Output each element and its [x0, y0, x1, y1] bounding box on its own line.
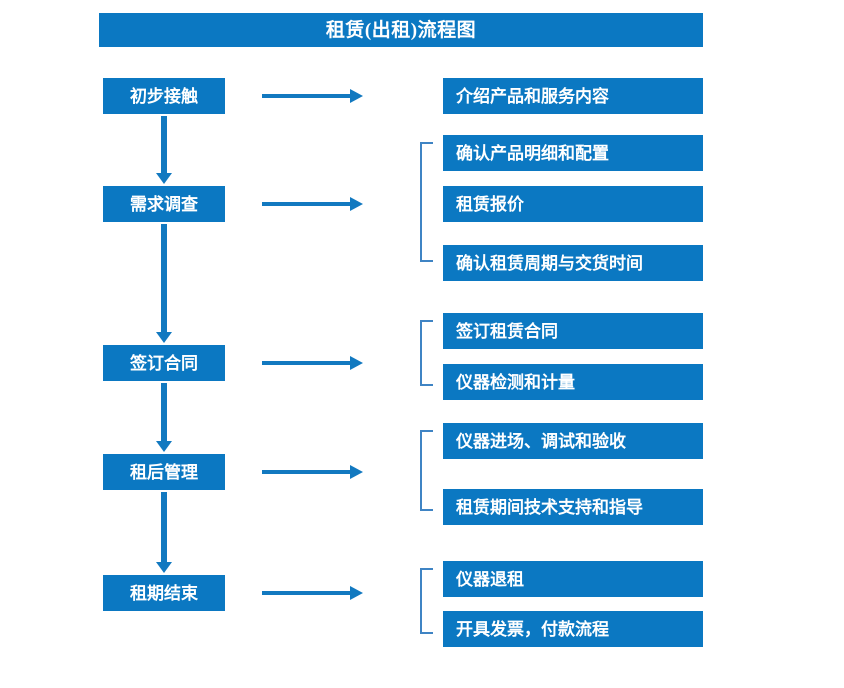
detail-label-2-3: 确认租赁周期与交货时间 [456, 253, 643, 273]
arrow-head [350, 197, 363, 211]
arrow-head [350, 356, 363, 370]
group-bracket-3 [420, 320, 433, 386]
stage-label-2: 需求调查 [130, 194, 198, 214]
stage-box-4[interactable]: 租后管理 [103, 454, 225, 490]
detail-label-3-1: 签订租赁合同 [456, 321, 558, 341]
arrow-shaft [262, 202, 351, 206]
right-arrow-icon-1 [262, 89, 363, 103]
arrow-head [156, 332, 172, 343]
down-arrow-icon-2 [156, 224, 172, 343]
arrow-shaft [161, 224, 167, 332]
detail-label-1-1: 介绍产品和服务内容 [456, 86, 609, 106]
arrow-shaft [161, 116, 167, 173]
stage-box-2[interactable]: 需求调查 [103, 186, 225, 222]
right-arrow-icon-3 [262, 356, 363, 370]
right-arrow-icon-2 [262, 197, 363, 211]
detail-box-3-1[interactable]: 签订租赁合同 [443, 313, 703, 349]
chart-title-bar: 租赁(出租)流程图 [99, 13, 703, 47]
down-arrow-icon-3 [156, 383, 172, 452]
down-arrow-icon-1 [156, 116, 172, 184]
detail-label-5-2: 开具发票，付款流程 [456, 619, 609, 639]
arrow-shaft [262, 591, 351, 595]
arrow-head [350, 89, 363, 103]
stage-label-4: 租后管理 [130, 462, 198, 482]
arrow-shaft [161, 383, 167, 441]
arrow-head [350, 465, 363, 479]
arrow-shaft [262, 94, 351, 98]
detail-box-2-3[interactable]: 确认租赁周期与交货时间 [443, 245, 703, 281]
detail-label-4-2: 租赁期间技术支持和指导 [456, 497, 643, 517]
right-arrow-icon-5 [262, 586, 363, 600]
stage-box-1[interactable]: 初步接触 [103, 78, 225, 114]
detail-label-4-1: 仪器进场、调试和验收 [456, 431, 626, 451]
arrow-head [350, 586, 363, 600]
group-bracket-5 [420, 568, 433, 634]
stage-label-1: 初步接触 [130, 86, 198, 106]
detail-box-5-2[interactable]: 开具发票，付款流程 [443, 611, 703, 647]
right-arrow-icon-4 [262, 465, 363, 479]
detail-label-2-2: 租赁报价 [456, 194, 524, 214]
arrow-shaft [161, 492, 167, 562]
stage-label-3: 签订合同 [130, 353, 198, 373]
detail-label-2-1: 确认产品明细和配置 [456, 143, 609, 163]
detail-box-4-1[interactable]: 仪器进场、调试和验收 [443, 423, 703, 459]
arrow-shaft [262, 361, 351, 365]
arrow-head [156, 441, 172, 452]
arrow-head [156, 562, 172, 573]
group-bracket-2 [420, 142, 433, 262]
stage-box-3[interactable]: 签订合同 [103, 345, 225, 381]
down-arrow-icon-4 [156, 492, 172, 573]
chart-title: 租赁(出租)流程图 [325, 19, 477, 41]
stage-label-5: 租期结束 [130, 583, 198, 603]
detail-box-1-1[interactable]: 介绍产品和服务内容 [443, 78, 703, 114]
detail-box-2-2[interactable]: 租赁报价 [443, 186, 703, 222]
detail-box-3-2[interactable]: 仪器检测和计量 [443, 364, 703, 400]
stage-box-5[interactable]: 租期结束 [103, 575, 225, 611]
detail-label-3-2: 仪器检测和计量 [456, 372, 575, 392]
group-bracket-4 [420, 430, 433, 511]
arrow-shaft [262, 470, 351, 474]
detail-label-5-1: 仪器退租 [456, 569, 524, 589]
detail-box-2-1[interactable]: 确认产品明细和配置 [443, 135, 703, 171]
arrow-head [156, 173, 172, 184]
detail-box-5-1[interactable]: 仪器退租 [443, 561, 703, 597]
detail-box-4-2[interactable]: 租赁期间技术支持和指导 [443, 489, 703, 525]
